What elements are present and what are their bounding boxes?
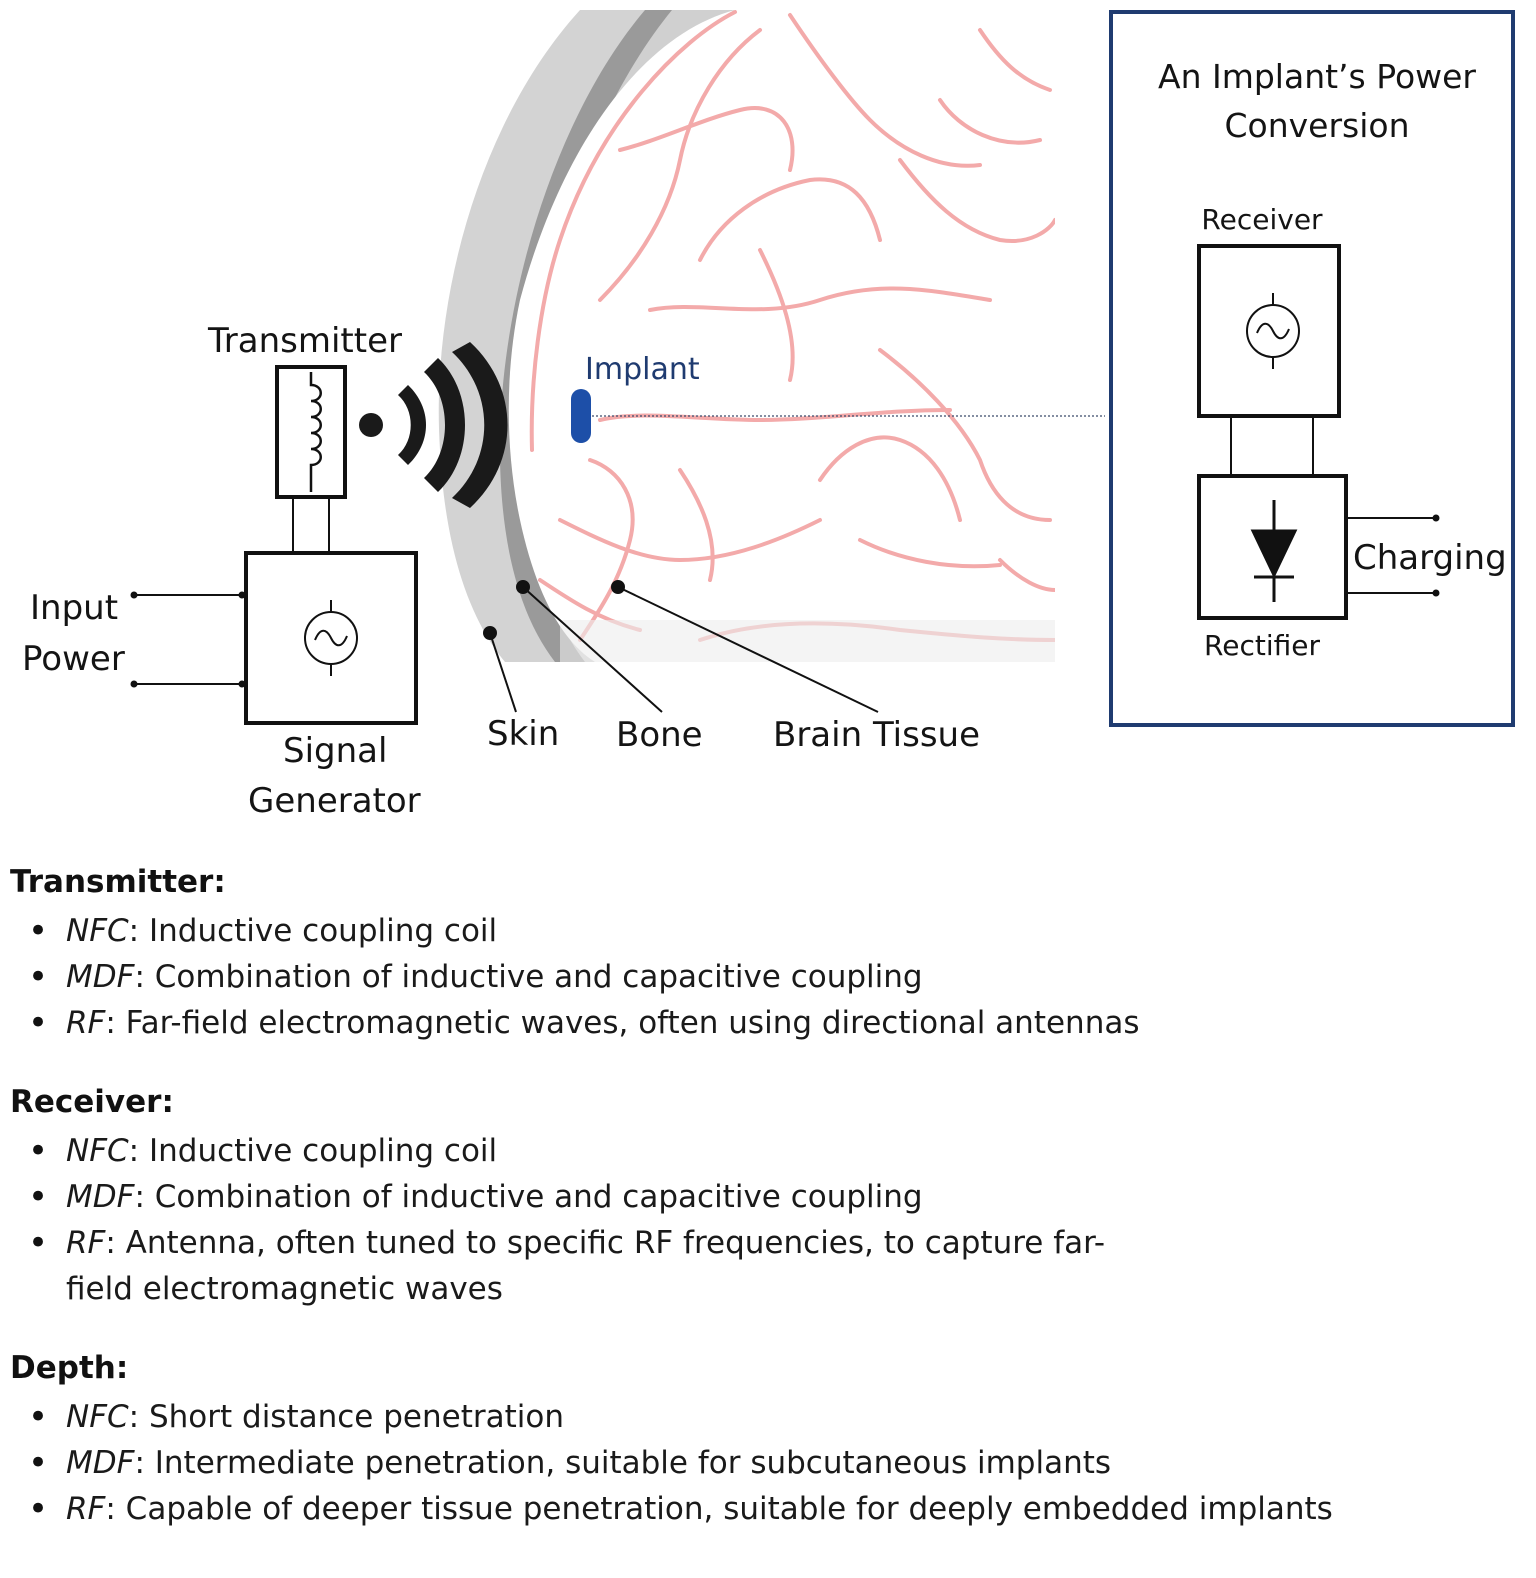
receiver-box (1197, 244, 1341, 418)
ac-source-icon (304, 600, 358, 676)
item-text: : Capable of deeper tissue penetration, … (105, 1491, 1333, 1527)
wireless-power-diagram: Implant Transmitter Signal Generator Inp… (22, 10, 1515, 821)
notes-transmitter: Transmitter: NFC: Inductive coupling coi… (10, 860, 1520, 1046)
receiver-ac-icon (1246, 293, 1300, 369)
transmitter-label: Transmitter (207, 321, 402, 361)
notes-section: Transmitter: NFC: Inductive coupling coi… (10, 860, 1520, 1566)
item-text: : Combination of inductive and capacitiv… (134, 959, 923, 995)
implant-label: Implant (585, 352, 700, 387)
list-item: MDF: Intermediate penetration, suitable … (10, 1440, 1520, 1486)
list-item: NFC: Inductive coupling coil (10, 1128, 1520, 1174)
bullet-list: NFC: Inductive coupling coil MDF: Combin… (10, 908, 1520, 1046)
notes-receiver: Receiver: NFC: Inductive coupling coil M… (10, 1080, 1520, 1312)
diode-icon (1250, 500, 1298, 602)
rectifier-label: Rectifier (1204, 629, 1320, 662)
skin-label: Skin (487, 714, 559, 754)
section-heading: Depth: (10, 1350, 129, 1386)
input-power-label-line1: Input (30, 588, 118, 628)
term: NFC (66, 1133, 129, 1169)
bullet-list: NFC: Inductive coupling coil MDF: Combin… (10, 1128, 1520, 1312)
item-text: : Short distance penetration (128, 1399, 564, 1435)
term: MDF (66, 959, 135, 995)
panel-title-line2: Conversion (1224, 106, 1409, 145)
term: NFC (66, 913, 129, 949)
signal-generator-label-line2: Generator (248, 781, 421, 821)
term: RF (66, 1005, 106, 1041)
item-text: : Inductive coupling coil (128, 1133, 498, 1169)
list-item: MDF: Combination of inductive and capaci… (10, 954, 1520, 1000)
input-power-label-line2: Power (22, 639, 125, 679)
signal-generator-label-line1: Signal (283, 731, 387, 771)
list-item: NFC: Inductive coupling coil (10, 908, 1520, 954)
term: MDF (66, 1179, 135, 1215)
inductor-coil-icon (309, 372, 322, 492)
term: MDF (66, 1445, 135, 1481)
list-item: RF: Far-field electromagnetic waves, oft… (10, 1000, 1520, 1046)
input-power-wires (130, 591, 246, 688)
item-text: : Inductive coupling coil (128, 913, 498, 949)
notes-depth: Depth: NFC: Short distance penetration M… (10, 1346, 1520, 1532)
list-item: RF: Antenna, often tuned to specific RF … (10, 1220, 1126, 1312)
list-item: RF: Capable of deeper tissue penetration… (10, 1486, 1520, 1532)
bone-label: Bone (616, 715, 703, 755)
wireless-waves-icon (359, 342, 508, 508)
item-text: : Intermediate penetration, suitable for… (134, 1445, 1112, 1481)
item-text: : Antenna, often tuned to specific RF fr… (66, 1225, 1106, 1307)
head-cross-section (438, 10, 1055, 662)
implant-device (571, 389, 591, 443)
item-text: : Far-field electromagnetic waves, often… (105, 1005, 1140, 1041)
charging-wires (1346, 514, 1440, 597)
list-item: MDF: Combination of inductive and capaci… (10, 1174, 1520, 1220)
term: RF (66, 1491, 106, 1527)
charging-label: Charging (1353, 538, 1507, 578)
bullet-list: NFC: Short distance penetration MDF: Int… (10, 1394, 1520, 1532)
term: NFC (66, 1399, 129, 1435)
receiver-label: Receiver (1201, 203, 1323, 236)
section-heading: Transmitter: (10, 864, 226, 900)
item-text: : Combination of inductive and capacitiv… (134, 1179, 923, 1215)
brain-tissue (508, 10, 1055, 662)
panel-title-line1: An Implant’s Power (1158, 57, 1476, 96)
brain-tissue-label: Brain Tissue (773, 715, 980, 755)
list-item: NFC: Short distance penetration (10, 1394, 1520, 1440)
layer-callouts (483, 580, 879, 713)
section-heading: Receiver: (10, 1084, 174, 1120)
term: RF (66, 1225, 106, 1261)
